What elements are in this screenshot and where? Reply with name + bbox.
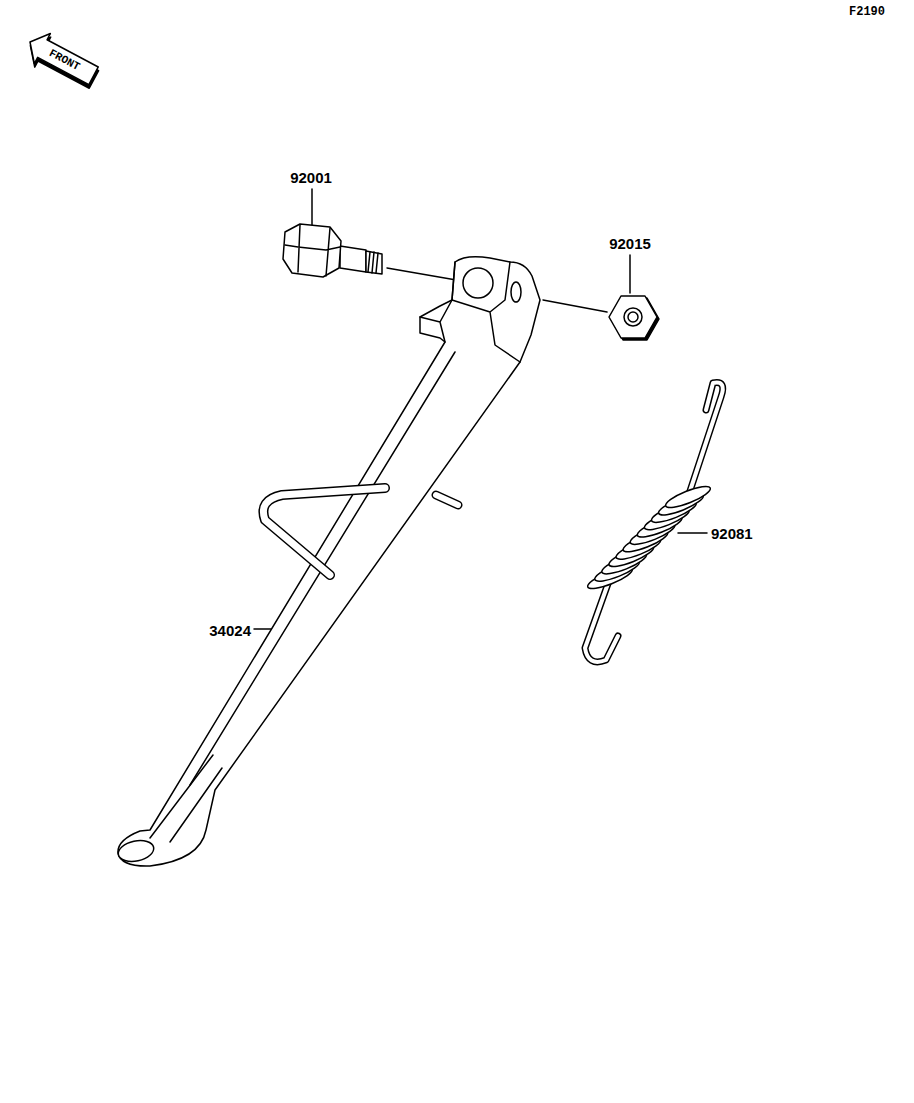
hook-rod xyxy=(263,488,385,575)
callout-number: 92015 xyxy=(609,235,651,252)
callout-number: 92081 xyxy=(711,525,753,542)
bolt xyxy=(283,224,382,277)
front-indicator: FRONT xyxy=(48,47,83,73)
front-arrow xyxy=(21,27,104,94)
callout-number: 34024 xyxy=(209,622,251,639)
callout-number: 92001 xyxy=(290,169,332,186)
figure-number: F2190 xyxy=(849,5,885,19)
figure-number: F2190 xyxy=(849,5,885,19)
leader-line xyxy=(629,255,631,293)
leader-line xyxy=(254,628,271,630)
nut xyxy=(609,296,659,340)
callout-number: 34024 xyxy=(209,622,251,639)
leader-line xyxy=(311,189,313,226)
callout-number: 92081 xyxy=(711,525,753,542)
side-stand xyxy=(116,257,540,866)
leader-line xyxy=(678,532,707,534)
callout-number: 92015 xyxy=(609,235,651,252)
assembly-line xyxy=(387,268,462,281)
assembly-line xyxy=(543,300,607,312)
callout-number: 92001 xyxy=(290,169,332,186)
spring xyxy=(585,383,723,662)
spring-peg xyxy=(436,495,458,505)
front-indicator: FRONT xyxy=(48,47,83,73)
